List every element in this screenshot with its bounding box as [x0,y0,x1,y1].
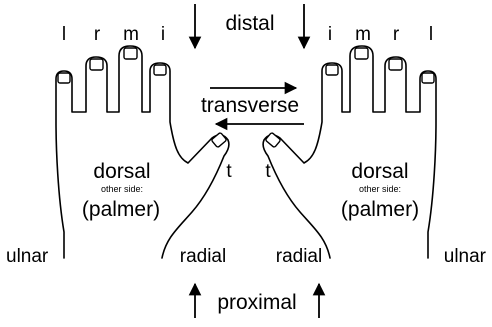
left-finger-label-index: i [161,24,165,45]
right-hand [262,45,437,259]
left-finger-label-little: l [62,24,66,45]
right-side-label: dorsal [351,160,408,183]
left-nail-thumb [211,132,227,148]
left-hand [55,45,230,259]
right-nail-ring [388,58,403,71]
proximal-label: proximal [217,291,296,314]
distal-label: distal [225,12,274,35]
right-ulnar-label: ulnar [444,246,487,267]
right-nail-index [325,64,339,76]
left-nail-little [57,72,71,84]
right-hand-outline [262,45,437,259]
left-finger-label-ring: r [94,24,101,45]
right-other-side-label: (palmer) [341,198,419,221]
left-thumb-label: t [226,161,232,182]
left-side-note: other side: [101,184,143,194]
left-ulnar-label: ulnar [6,246,49,267]
right-nail-little [421,72,435,84]
left-nail-middle [123,47,138,60]
right-finger-label-ring: r [393,24,400,45]
right-thumb-label: t [265,161,271,182]
left-side-label: dorsal [93,160,150,183]
right-nail-thumb [265,132,281,148]
left-finger-label-middle: m [123,24,139,45]
right-finger-label-little: l [429,24,433,45]
right-nail-middle [354,47,369,60]
right-radial-label: radial [276,246,322,267]
left-hand-outline [55,45,230,259]
transverse-label: transverse [201,94,299,117]
left-radial-label: radial [180,246,226,267]
right-finger-label-middle: m [355,24,371,45]
left-other-side-label: (palmer) [82,198,160,221]
right-side-note: other side: [359,184,401,194]
right-finger-label-index: i [328,24,332,45]
left-nail-ring [89,58,104,71]
left-nail-index [153,64,167,76]
